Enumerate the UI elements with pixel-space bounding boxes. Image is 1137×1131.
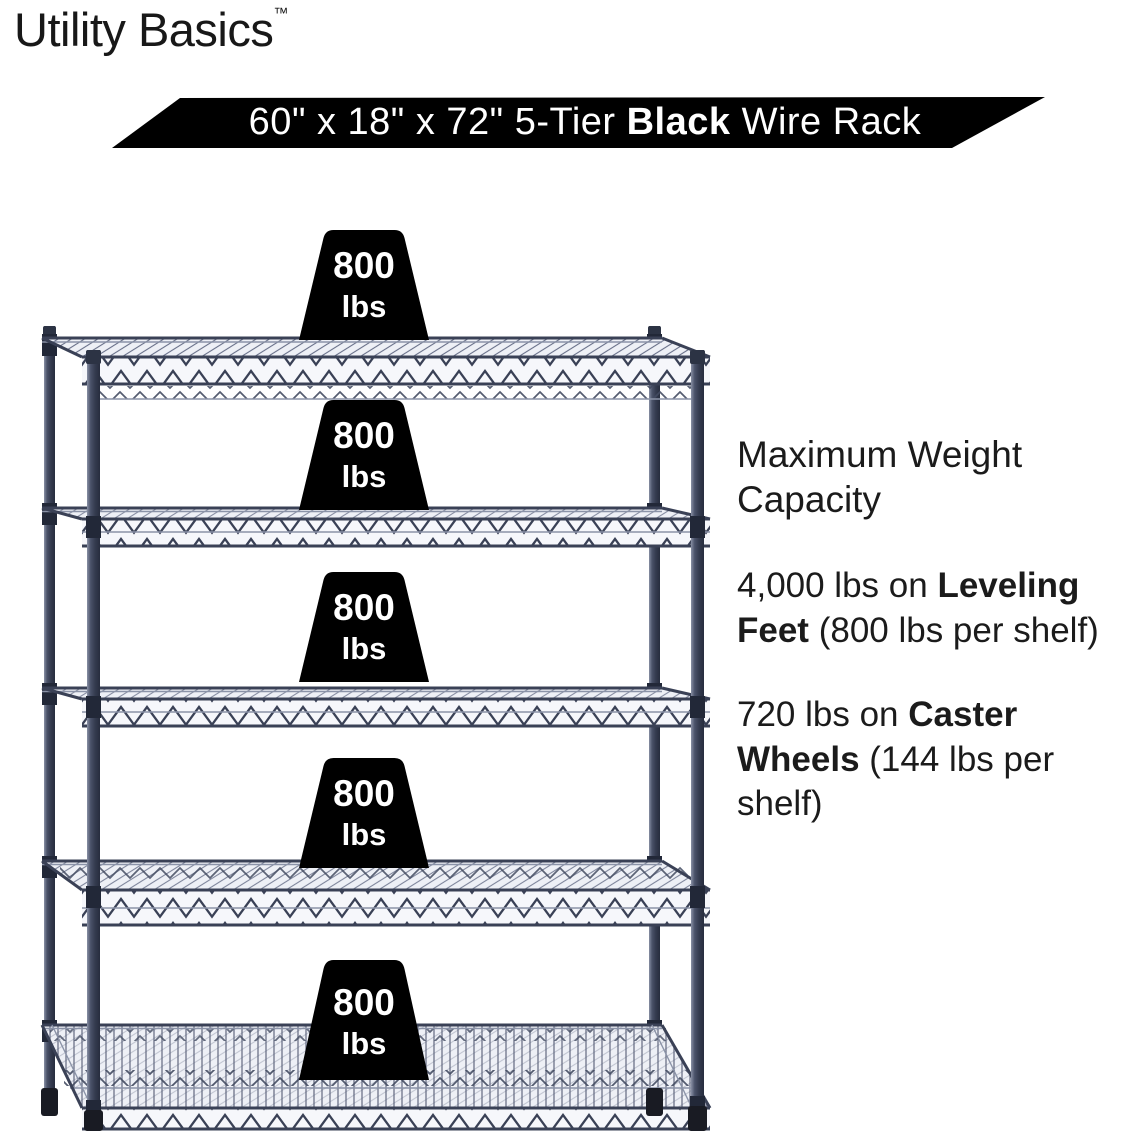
weight-shape: [299, 400, 429, 510]
caster-bold-text: Caster Wheels: [737, 695, 1018, 779]
caster-pre-text: 720 lbs on: [737, 695, 909, 735]
weight-unit: lbs: [341, 817, 387, 853]
shelf-4: [41, 859, 711, 927]
weight-value: 800: [333, 415, 395, 456]
leveling-bold-text: Leveling Feet: [737, 566, 1080, 650]
weight-unit: lbs: [341, 1026, 387, 1062]
capacity-info: Maximum Weight Capacity 4,000 lbs on Lev…: [737, 432, 1137, 866]
trademark-symbol: ™: [273, 5, 289, 22]
brand-logo: Utility Basics™: [14, 2, 288, 57]
weight-shape: [299, 230, 429, 340]
caster-wheels-capacity: 720 lbs on Caster Wheels (144 lbs per sh…: [737, 693, 1137, 826]
rack-front-posts: [86, 350, 705, 1114]
leveling-feet-capacity: 4,000 lbs on Leveling Feet (800 lbs per …: [737, 564, 1137, 653]
leveling-feet: [41, 1088, 707, 1131]
weight-value: 800: [333, 982, 395, 1023]
shelf-2: [41, 506, 711, 548]
wire-rack-illustration: [40, 326, 712, 1131]
capacity-heading: Maximum Weight Capacity: [737, 434, 1023, 521]
weight-value: 800: [333, 587, 395, 628]
title-dimensions: 60" x 18" x 72" 5-Tier: [248, 100, 627, 143]
product-title: 60" x 18" x 72" 5-Tier Black Wire Rack: [150, 96, 1020, 148]
weight-unit: lbs: [341, 631, 387, 667]
weight-unit: lbs: [341, 459, 387, 495]
shelf-1: [41, 336, 711, 400]
title-banner-background: [112, 97, 1045, 148]
weight-value: 800: [333, 245, 395, 286]
leveling-post-text: (800 lbs per shelf): [808, 610, 1099, 650]
caster-post-text: (144 lbs per shelf): [737, 739, 1055, 823]
title-color-word: Black: [626, 100, 731, 143]
weight-value: 800: [333, 773, 395, 814]
weight-shape: [299, 960, 429, 1080]
brand-name: Utility Basics: [14, 3, 274, 56]
banner-shape: [112, 97, 1045, 148]
shelf-3: [41, 686, 711, 728]
weight-shape: [299, 758, 429, 868]
weight-unit: lbs: [341, 289, 387, 325]
title-suffix: Wire Rack: [730, 100, 922, 143]
weight-shape: [299, 572, 429, 682]
leveling-pre-text: 4,000 lbs on: [737, 566, 938, 606]
